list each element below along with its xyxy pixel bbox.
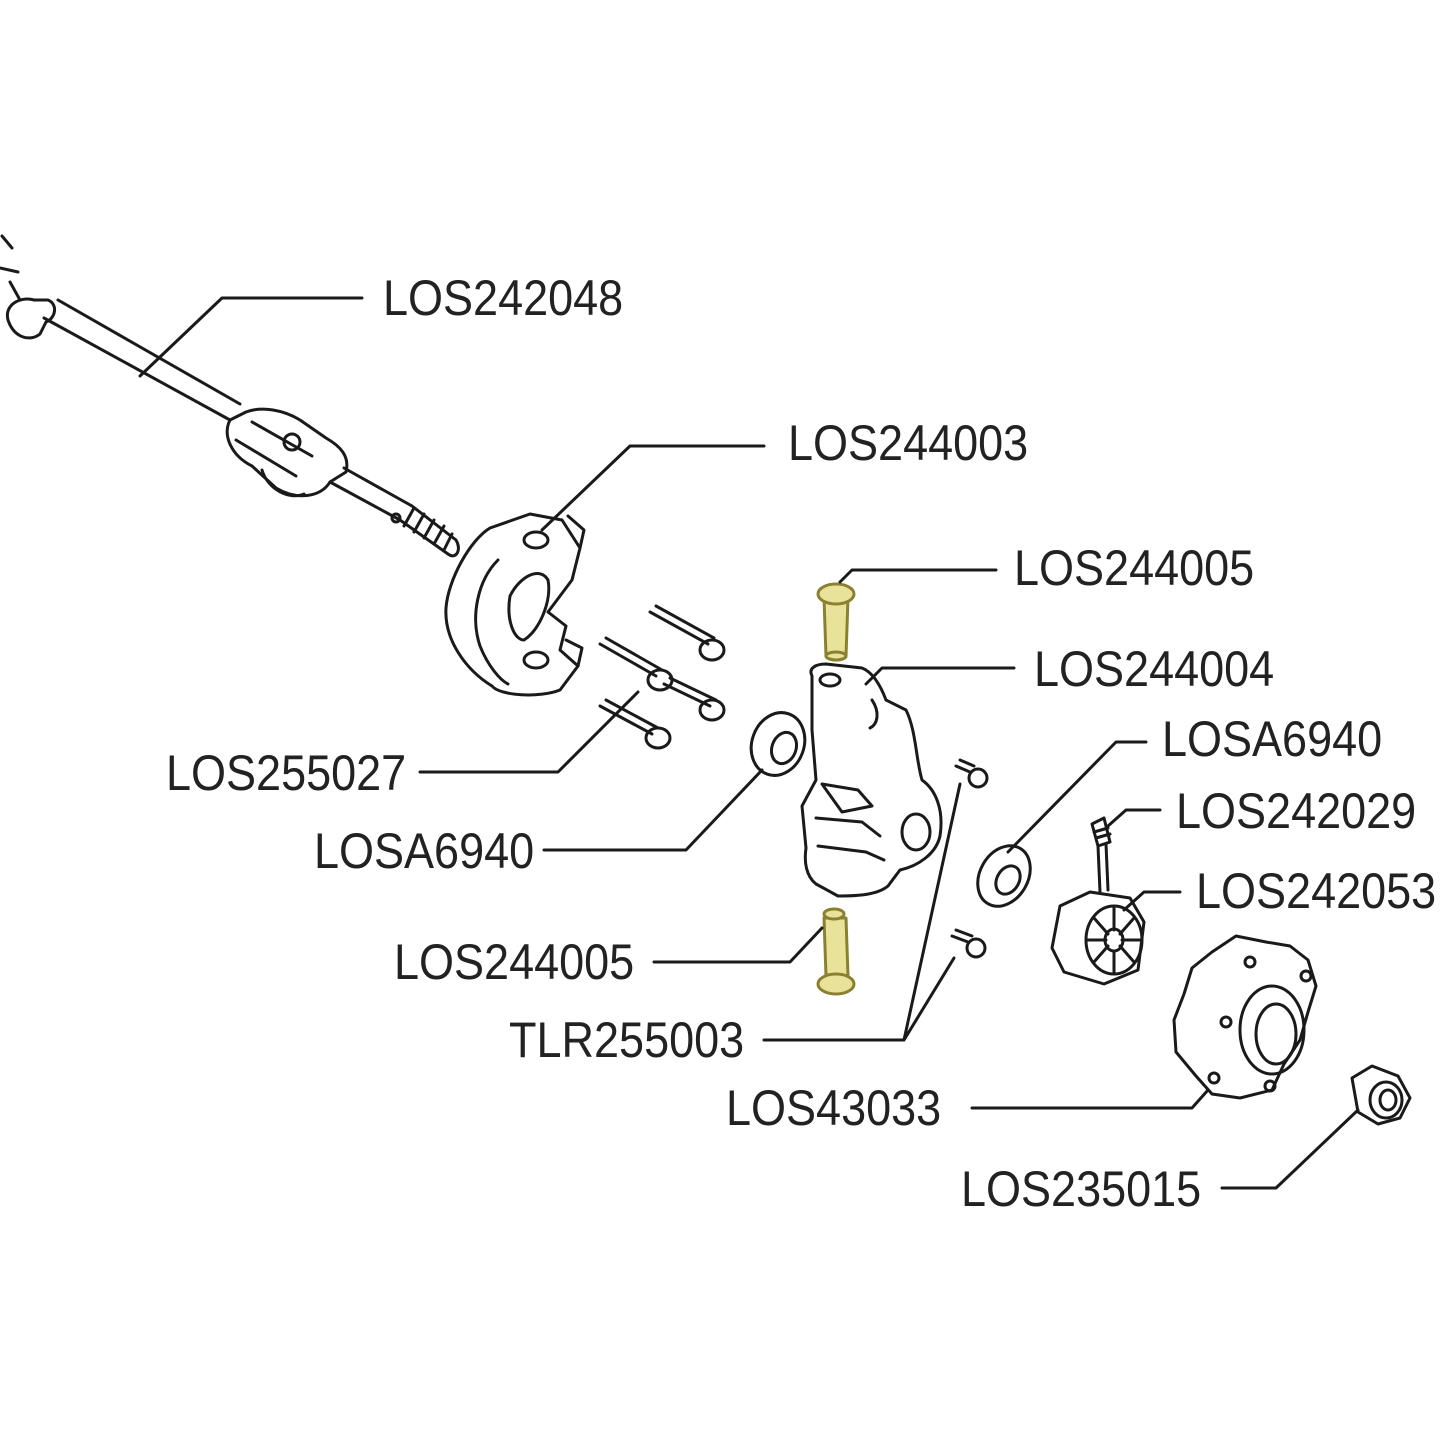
set-screw-part bbox=[1090, 816, 1112, 894]
steering-block-part bbox=[444, 512, 586, 697]
callout-label-hex-adapter: LOS242053 bbox=[1196, 863, 1437, 919]
wheel-nut-part bbox=[1350, 1064, 1412, 1126]
callout-label-kingpin-top: LOS244005 bbox=[1014, 540, 1255, 596]
kingpin-top-part bbox=[816, 582, 856, 662]
leader-lines bbox=[138, 296, 1360, 1190]
callout-label-set-screw: LOS242029 bbox=[1176, 783, 1417, 839]
callout-label-screws-left: LOS255027 bbox=[166, 745, 407, 801]
bearing-right-part bbox=[976, 844, 1032, 908]
callout-label-kingpin-bottom: LOS244005 bbox=[394, 934, 635, 990]
wheel-hub-part bbox=[1172, 934, 1318, 1100]
callout-label-spindle-carrier: LOS244004 bbox=[1034, 641, 1275, 697]
callout-label-wheel-hub: LOS43033 bbox=[726, 1080, 942, 1136]
callout-label-bearing-right: LOSA6940 bbox=[1162, 711, 1383, 767]
callout-label-wheel-nut: LOS235015 bbox=[961, 1161, 1202, 1217]
spindle-carrier-part bbox=[800, 662, 943, 898]
bearing-left-part bbox=[749, 711, 807, 777]
callout-label-driveshaft: LOS242048 bbox=[383, 270, 624, 326]
callout-label-small-screws: TLR255003 bbox=[509, 1012, 745, 1068]
kingpin-bottom-part bbox=[816, 907, 856, 996]
callout-label-steering-block: LOS244003 bbox=[788, 415, 1029, 471]
callout-label-bearing-left: LOSA6940 bbox=[314, 823, 535, 879]
long-screws-part bbox=[598, 604, 726, 750]
small-screws-part bbox=[950, 758, 989, 959]
driveshaft-part bbox=[0, 234, 460, 558]
hex-adapter-part bbox=[1050, 890, 1146, 986]
